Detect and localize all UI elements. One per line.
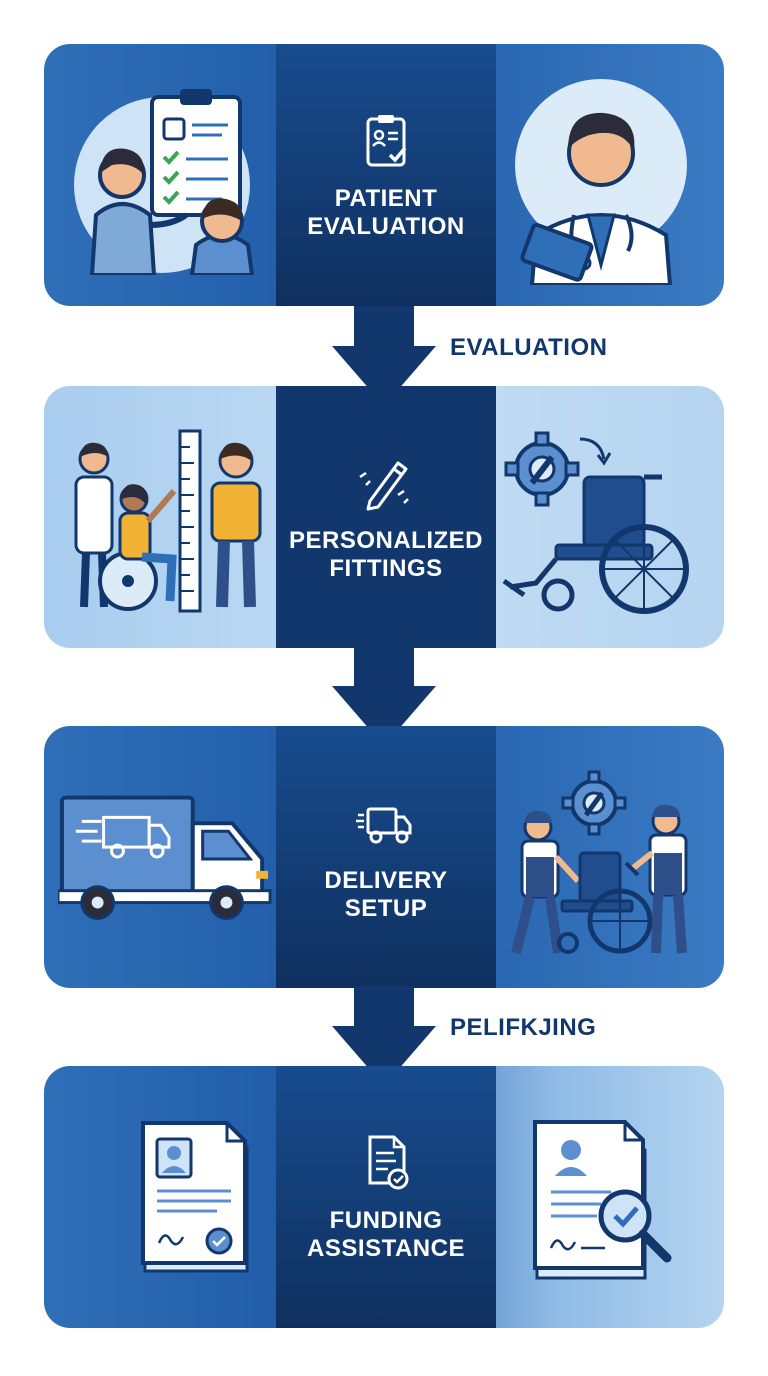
step-panel-patient-evaluation: PATIENT EVALUATION [44, 44, 724, 306]
down-arrow-icon [332, 986, 436, 1086]
step-title-line1: DELIVERY [324, 867, 448, 894]
approved-document-illustration [492, 1066, 710, 1328]
step-title-line2: ASSISTANCE [307, 1235, 465, 1262]
clipboard-check-icon [366, 115, 407, 167]
step-title-line1: PATIENT [334, 185, 438, 212]
step-title: FUNDING ASSISTANCE [307, 1207, 465, 1263]
step-title: PERSONALIZED FITTINGS [289, 527, 483, 583]
step-title-line1: PERSONALIZED [288, 527, 483, 554]
technicians-illustration [492, 726, 710, 988]
down-arrow-icon [332, 306, 436, 406]
connector-label: EVALUATION [450, 334, 608, 361]
step-title: DELIVERY SETUP [324, 867, 447, 923]
doctor-illustration [492, 44, 710, 306]
measurement-illustration [58, 386, 276, 648]
document-check-icon [368, 1135, 409, 1190]
step-title-line2: SETUP [344, 895, 428, 922]
step-center-patient-evaluation: PATIENT EVALUATION [276, 44, 496, 306]
step-center-delivery-setup: DELIVERY SETUP [276, 726, 496, 988]
truck-illustration [58, 726, 276, 988]
certificate-illustration [58, 1066, 276, 1328]
step-title: PATIENT EVALUATION [307, 185, 464, 241]
step-panel-funding-assistance: FUNDING ASSISTANCE [44, 1066, 724, 1328]
down-arrow-icon [332, 646, 436, 746]
step-panel-delivery-setup: DELIVERY SETUP [44, 726, 724, 988]
ruler-pencil-icon [359, 461, 409, 511]
step-center-personalized-fittings: PERSONALIZED FITTINGS [276, 386, 496, 648]
step-title-line2: FITTINGS [329, 555, 443, 582]
connector-label: PELIFKJING [450, 1014, 597, 1041]
step-panel-personalized-fittings: PERSONALIZED FITTINGS [44, 386, 724, 648]
delivery-truck-icon [356, 807, 412, 844]
wheelchair-gear-illustration [492, 386, 710, 648]
step-title-line2: EVALUATION [307, 213, 465, 240]
consultation-illustration [58, 44, 276, 306]
step-title-line1: FUNDING [329, 1207, 443, 1234]
step-center-funding-assistance: FUNDING ASSISTANCE [276, 1066, 496, 1328]
